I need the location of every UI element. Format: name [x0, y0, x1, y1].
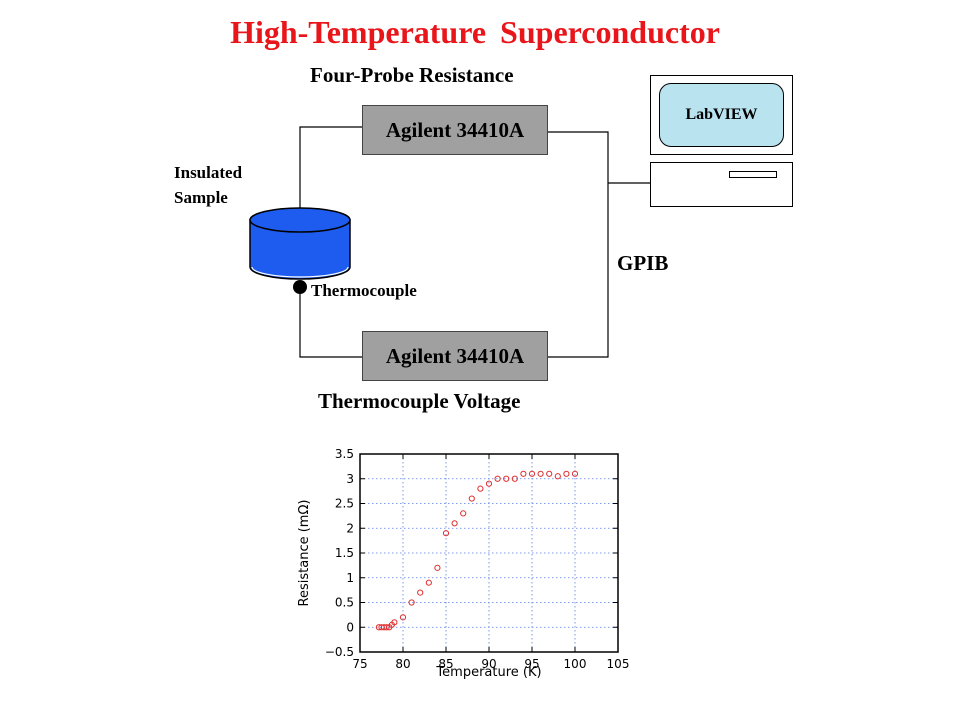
labview-screen: LabVIEW: [659, 83, 784, 147]
x-tick-label: 75: [352, 657, 367, 671]
y-tick-label: 0.5: [335, 596, 354, 610]
wire-sample-to-top-meter: [299, 126, 362, 213]
x-tick-label: 95: [524, 657, 539, 671]
gpib-label: GPIB: [617, 251, 669, 275]
data-point: [554, 473, 561, 480]
meter-top-label: Agilent 34410A: [385, 117, 525, 142]
thermocouple-voltage-label: Thermocouple Voltage: [318, 389, 521, 413]
chart-points: [375, 470, 579, 631]
data-point: [417, 589, 424, 596]
data-point: [571, 470, 579, 477]
data-point: [537, 470, 544, 477]
page-title: High-Temperature Superconductor: [0, 14, 950, 51]
resistance-chart: 75 80 85 90 95 100 105 −0.5 0 0.5 1 1.5 2 2.5 3 3.5 Tem…: [290, 440, 630, 682]
data-point: [477, 485, 484, 492]
data-point: [511, 475, 518, 482]
y-tick-label: 2.5: [335, 497, 354, 511]
data-point: [460, 510, 467, 517]
computer-case: [650, 162, 793, 207]
y-axis-label: Resistance (mΩ): [297, 500, 312, 607]
data-point: [442, 530, 450, 537]
chart-ticks: 75 80 85 90 95 100 105 −0.5 0 0.5 1 1.5 2 2.5 3 3.5: [325, 447, 630, 671]
four-probe-label: Four-Probe Resistance: [310, 63, 514, 87]
data-point: [434, 564, 441, 571]
x-tick-label: 80: [395, 657, 410, 671]
wire-thermocouple-to-bottom-meter: [299, 290, 362, 358]
x-tick-label: 100: [564, 657, 587, 671]
disk-drive-icon: [729, 171, 777, 178]
data-point: [408, 599, 415, 606]
data-point: [503, 475, 510, 482]
y-tick-label: 3.5: [335, 447, 354, 461]
y-tick-label: 1.5: [335, 546, 354, 560]
data-point: [485, 480, 493, 487]
x-axis-label: Temperature (K): [435, 665, 541, 680]
insulated-sample-label: Insulated Sample: [174, 160, 242, 210]
y-tick-label: 0: [346, 620, 354, 634]
data-point: [383, 624, 390, 631]
data-point: [399, 614, 407, 621]
thermocouple-label: Thermocouple: [311, 281, 417, 300]
sample-cylinder: [249, 207, 351, 280]
wiring-diagram: [249, 126, 650, 358]
data-point: [563, 470, 570, 477]
title-word-1: High-Temperature: [230, 14, 487, 50]
labview-label: LabVIEW: [685, 106, 758, 123]
data-point: [425, 579, 432, 586]
x-tick-label: 85: [438, 657, 453, 671]
y-tick-label: −0.5: [325, 645, 354, 659]
thermocouple-junction: [293, 280, 307, 294]
sample-label-line1: Insulated: [174, 163, 243, 182]
y-tick-label: 1: [346, 571, 354, 585]
data-point: [494, 475, 501, 482]
y-tick-label: 2: [346, 521, 354, 535]
data-point: [528, 470, 536, 477]
sample-label-line2: Sample: [174, 188, 228, 207]
multimeter-resistance: Agilent 34410A: [362, 105, 548, 155]
data-point: [391, 619, 398, 626]
x-tick-label: 90: [481, 657, 496, 671]
resistance-chart-svg: 75 80 85 90 95 100 105 −0.5 0 0.5 1 1.5 2 2.5 3 3.5 Tem…: [290, 440, 630, 682]
meter-bottom-label: Agilent 34410A: [385, 343, 525, 368]
data-point: [520, 470, 527, 477]
title-word-2: Superconductor: [500, 14, 720, 50]
y-tick-label: 3: [346, 472, 354, 486]
wire-gpib-top: [548, 131, 609, 358]
multimeter-voltage: Agilent 34410A: [362, 331, 548, 381]
data-point: [451, 520, 458, 527]
data-point: [468, 495, 475, 502]
computer-monitor: LabVIEW: [650, 75, 793, 155]
data-point: [546, 470, 553, 477]
x-tick-label: 105: [607, 657, 630, 671]
